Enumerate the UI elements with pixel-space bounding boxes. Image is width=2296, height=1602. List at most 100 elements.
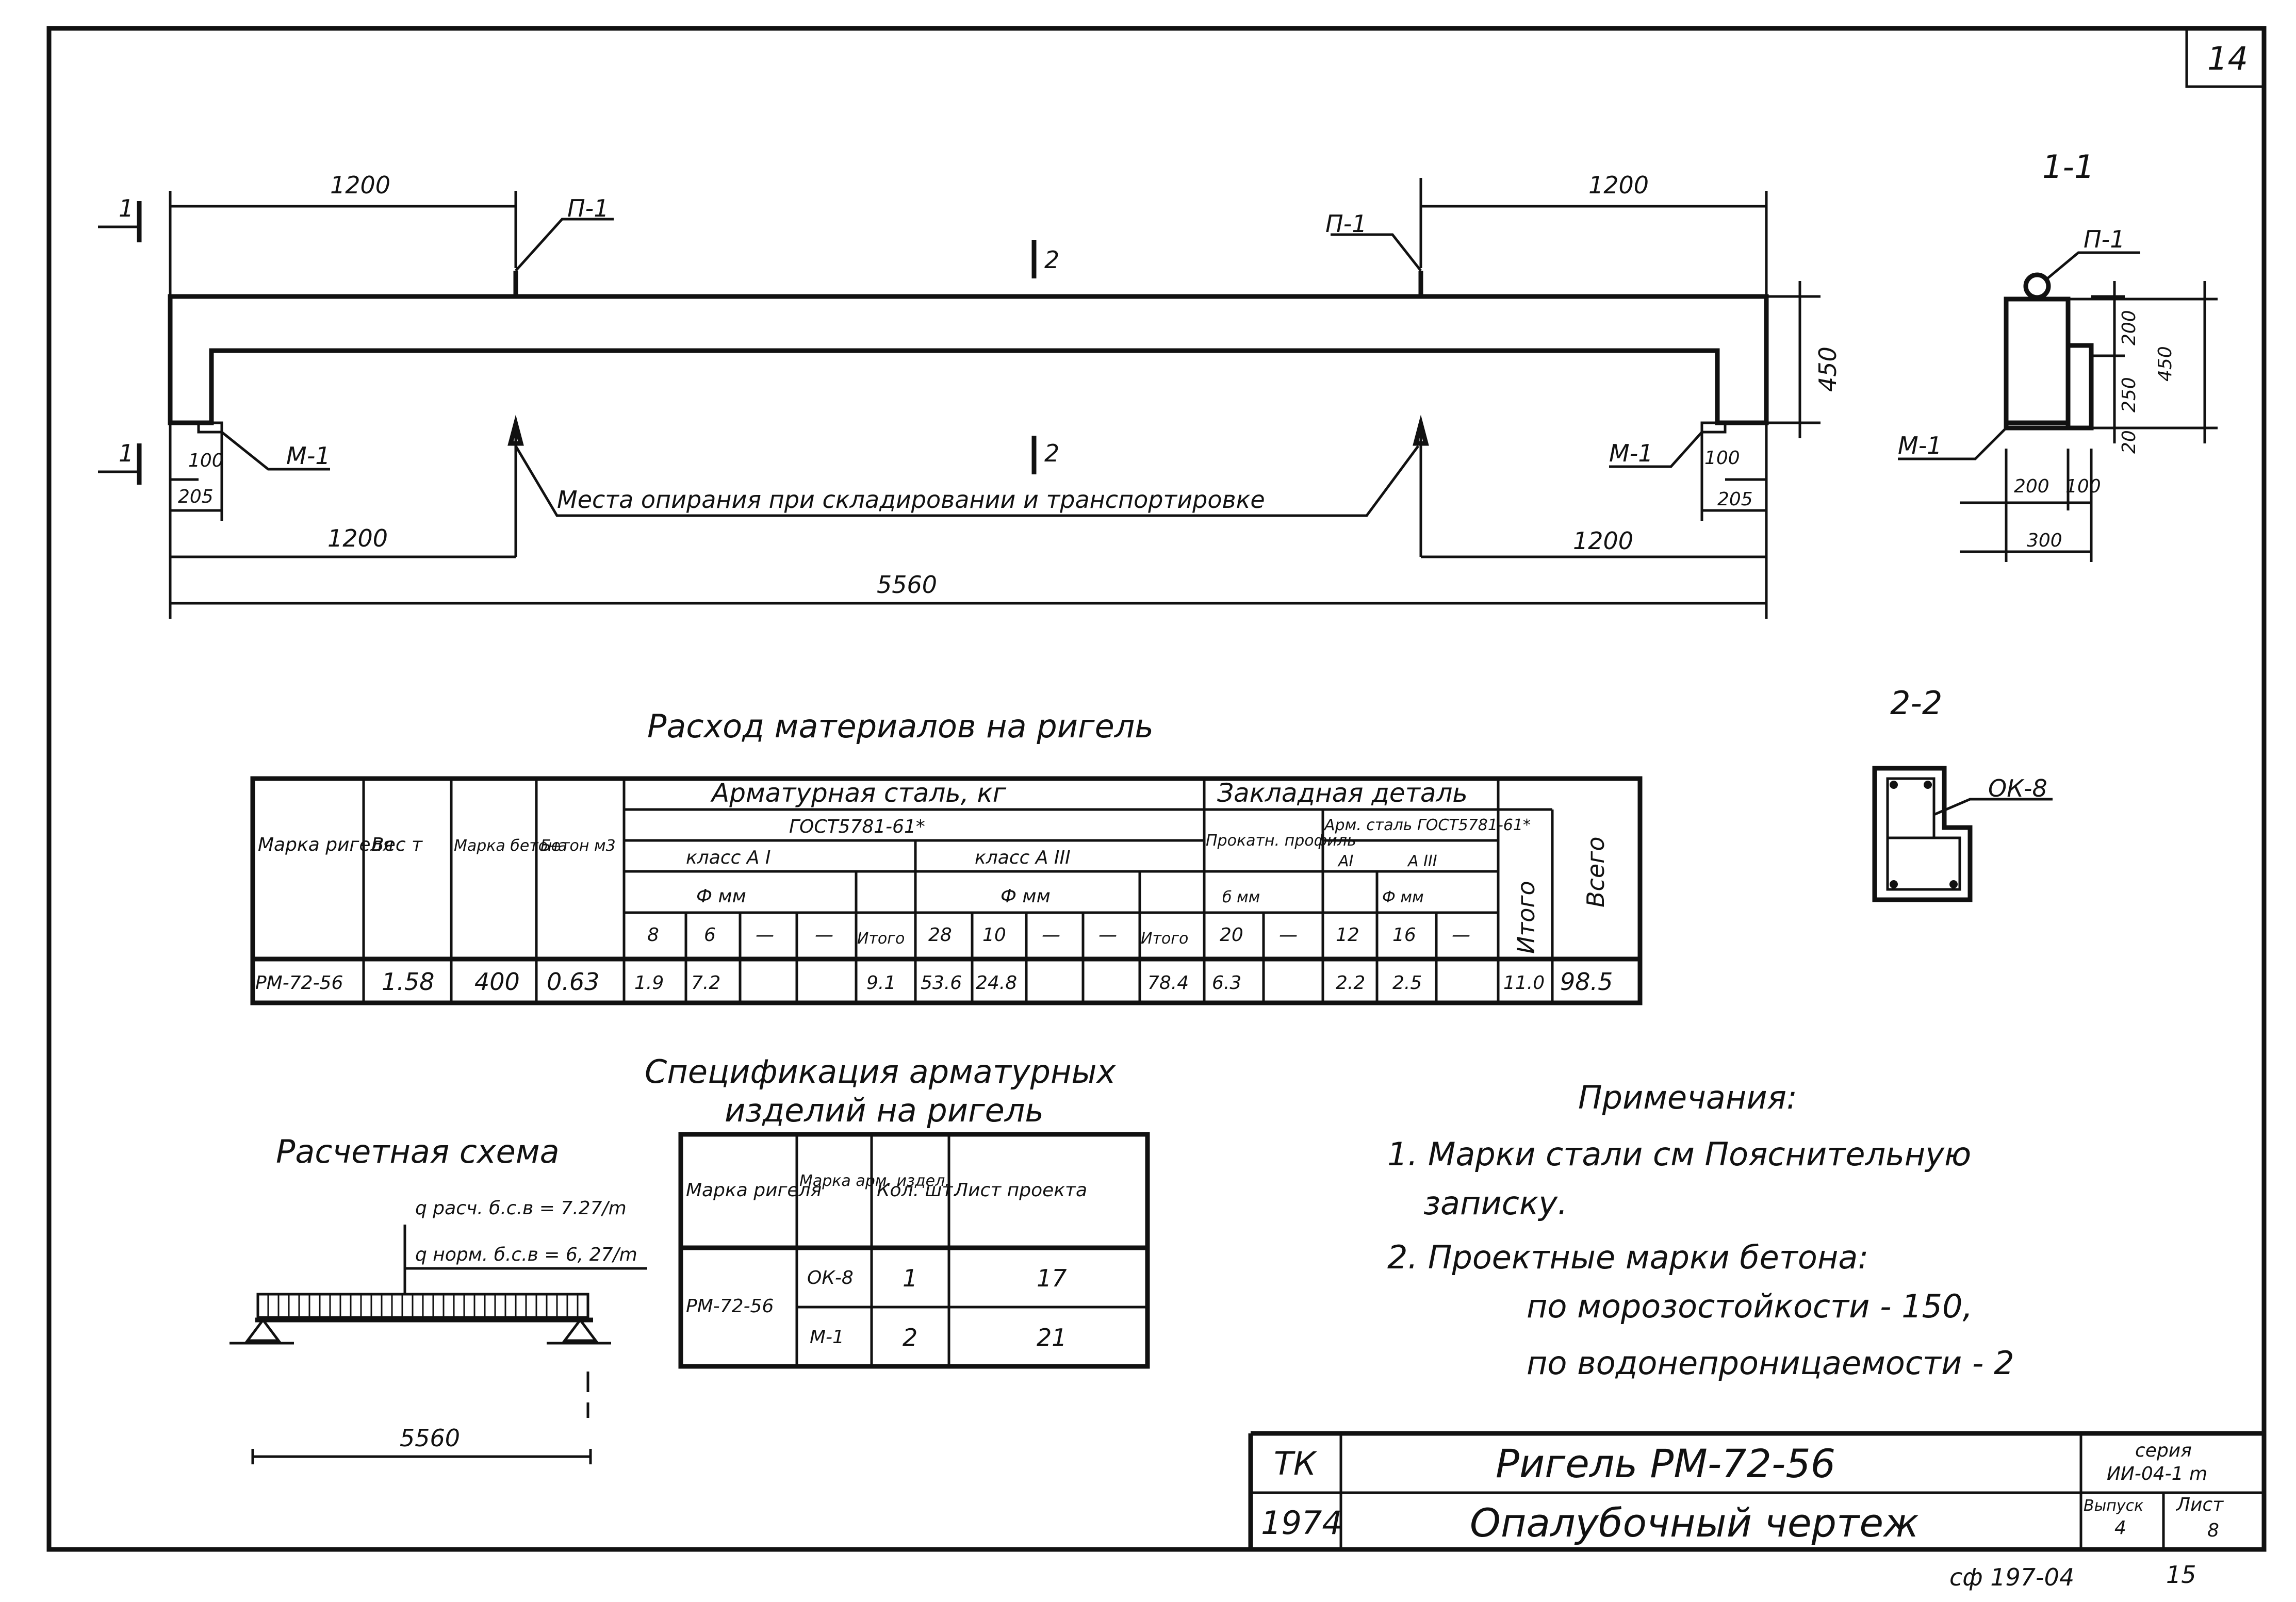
row-d28: 53.6 bbox=[921, 972, 962, 994]
row-sum-emb: 11.0 bbox=[1503, 972, 1545, 994]
h-weight: Вес т bbox=[371, 834, 423, 855]
dim-205-left: 205 bbox=[178, 486, 214, 507]
tb-year: 1974 bbox=[1261, 1504, 1342, 1542]
dia-10: — bbox=[1279, 924, 1298, 946]
h-rebar: Арматурная сталь, кг bbox=[710, 778, 1007, 808]
h-delta: б мм bbox=[1222, 888, 1260, 906]
dia-4: — bbox=[815, 924, 833, 946]
plate-label-left: М-1 bbox=[286, 442, 331, 470]
section-1-1-dim-20: 20 bbox=[2119, 430, 2140, 454]
h-dia-3: Ф мм bbox=[1001, 886, 1051, 907]
footer-code: сф 197-04 bbox=[1949, 1563, 2074, 1591]
section-1-1-dim-200-bottom: 200 bbox=[2014, 476, 2049, 497]
row-d6: 7.2 bbox=[691, 972, 720, 994]
h-concrete: Бетон м3 bbox=[540, 837, 616, 855]
dim-bottom-left: 1200 bbox=[327, 524, 388, 552]
h-class3: класс А III bbox=[975, 847, 1071, 868]
spec-h-sheet: Лист проекта bbox=[953, 1180, 1087, 1201]
materials-title: Расход материалов на ригель bbox=[647, 707, 1154, 745]
dia-6: 10 bbox=[982, 924, 1006, 946]
section-1-1-loop-label: П-1 bbox=[2084, 225, 2125, 253]
spec-qty-1: 1 bbox=[903, 1264, 917, 1292]
section-1-1 bbox=[1898, 251, 2218, 562]
tb-series: ИИ-04-1 m bbox=[2107, 1463, 2207, 1484]
note-2b: по морозостойкости - 150, bbox=[1527, 1287, 1973, 1325]
dim-100-right: 100 bbox=[1704, 448, 1740, 469]
section-1-1-dim-100: 100 bbox=[2065, 476, 2101, 497]
dia-11: 12 bbox=[1336, 924, 1359, 946]
scheme-title: Расчетная схема bbox=[276, 1133, 560, 1170]
section-1-top-mark: 1 bbox=[119, 194, 134, 222]
scheme-q2: q норм. б.с.в = 6, 27/m bbox=[415, 1244, 637, 1265]
spec-h-mark: Марка ригеля bbox=[686, 1180, 822, 1201]
dia-7: — bbox=[1042, 924, 1060, 946]
scheme-span: 5560 bbox=[400, 1424, 460, 1452]
section-1-1-dim-450: 450 bbox=[2155, 346, 2176, 382]
section-2-top-mark: 2 bbox=[1044, 246, 1059, 274]
spec-title-2: изделий на ригель bbox=[725, 1092, 1044, 1129]
row-concrete: 0.63 bbox=[547, 968, 599, 996]
h-dia-1: Ф мм bbox=[696, 886, 746, 907]
section-2-bottom-mark: 2 bbox=[1044, 439, 1059, 467]
h-ai: AI bbox=[1337, 852, 1354, 870]
row-a16: 2.5 bbox=[1392, 972, 1422, 994]
title-block bbox=[1248, 1431, 2264, 1549]
section-1-bottom-mark: 1 bbox=[119, 439, 134, 467]
dia-8: — bbox=[1098, 924, 1117, 946]
row-d8: 1.9 bbox=[634, 972, 664, 994]
scheme-beam bbox=[229, 1225, 647, 1464]
h-mark: Марка ригеля bbox=[258, 834, 393, 855]
loop-label-left: П-1 bbox=[567, 194, 609, 222]
support-note: Места опирания при складировании и транс… bbox=[557, 486, 1265, 514]
spec-sheet-1: 17 bbox=[1037, 1264, 1067, 1292]
h-dia-emb: Ф мм bbox=[1382, 888, 1424, 906]
height-dim: 450 bbox=[1814, 346, 1842, 392]
sheet-number-top: 14 bbox=[2207, 40, 2248, 77]
loop-label-right: П-1 bbox=[1325, 210, 1367, 238]
row-a12: 2.2 bbox=[1336, 972, 1365, 994]
section-2-2 bbox=[1872, 766, 2053, 902]
sheet-frame bbox=[46, 26, 2267, 1552]
note-2c: по водонепроницаемости - 2 bbox=[1527, 1344, 2014, 1382]
dim-205-right: 205 bbox=[1717, 489, 1753, 510]
spec-h-qty: Кол. шт. bbox=[877, 1180, 959, 1201]
footer-page: 15 bbox=[2166, 1561, 2196, 1589]
section-2-2-title: 2-2 bbox=[1890, 684, 1942, 722]
dim-total: 5560 bbox=[877, 571, 937, 599]
h-gost: ГОСТ5781-61* bbox=[789, 816, 925, 837]
dim-100-left: 100 bbox=[188, 450, 224, 471]
spec-table bbox=[678, 1132, 1150, 1369]
row-weight: 1.58 bbox=[382, 968, 434, 996]
h-itogo-1: Итого bbox=[857, 930, 905, 948]
materials-table bbox=[250, 776, 1643, 1005]
h-concrete-mark: Марка бетона bbox=[454, 837, 567, 855]
dia-2: 6 bbox=[704, 924, 716, 946]
dim-top-left: 1200 bbox=[330, 171, 390, 199]
dia-12: 16 bbox=[1392, 924, 1416, 946]
tb-issue: 4 bbox=[2114, 1517, 2126, 1539]
tb-title: Ригель РМ-72-56 bbox=[1496, 1441, 1835, 1487]
plate-label-right: М-1 bbox=[1609, 439, 1653, 467]
tb-subtitle: Опалубочный чертеж bbox=[1470, 1500, 1919, 1546]
spec-qty-2: 2 bbox=[903, 1324, 917, 1351]
row-total: 98.5 bbox=[1560, 968, 1613, 996]
dia-1: 8 bbox=[647, 924, 659, 946]
spec-title-1: Спецификация арматурных bbox=[645, 1053, 1116, 1091]
row-concrete-mark: 400 bbox=[474, 968, 520, 996]
h-arm-steel: Арм. сталь ГОСТ5781-61* bbox=[1323, 816, 1531, 834]
notes-title: Примечания: bbox=[1578, 1079, 1797, 1116]
section-1-1-dim-200-top: 200 bbox=[2119, 310, 2140, 345]
tb-sheet: 8 bbox=[2207, 1520, 2219, 1541]
section-1-1-title: 1-1 bbox=[2042, 148, 2094, 186]
tb-org: ТК bbox=[1274, 1445, 1318, 1482]
beam-elevation bbox=[98, 178, 1821, 619]
spec-sheet-2: 21 bbox=[1037, 1324, 1067, 1351]
section-1-1-plate-label: М-1 bbox=[1898, 432, 1942, 459]
tb-issue-label: Выпуск bbox=[2084, 1497, 2143, 1515]
row-d10: 24.8 bbox=[976, 972, 1017, 994]
row-sum3: 78.4 bbox=[1147, 972, 1189, 994]
section-2-2-cage-label: ОК-8 bbox=[1988, 774, 2047, 802]
note-1a: 1. Марки стали см Пояснительную bbox=[1387, 1135, 1971, 1173]
section-1-1-dim-250: 250 bbox=[2119, 377, 2140, 412]
